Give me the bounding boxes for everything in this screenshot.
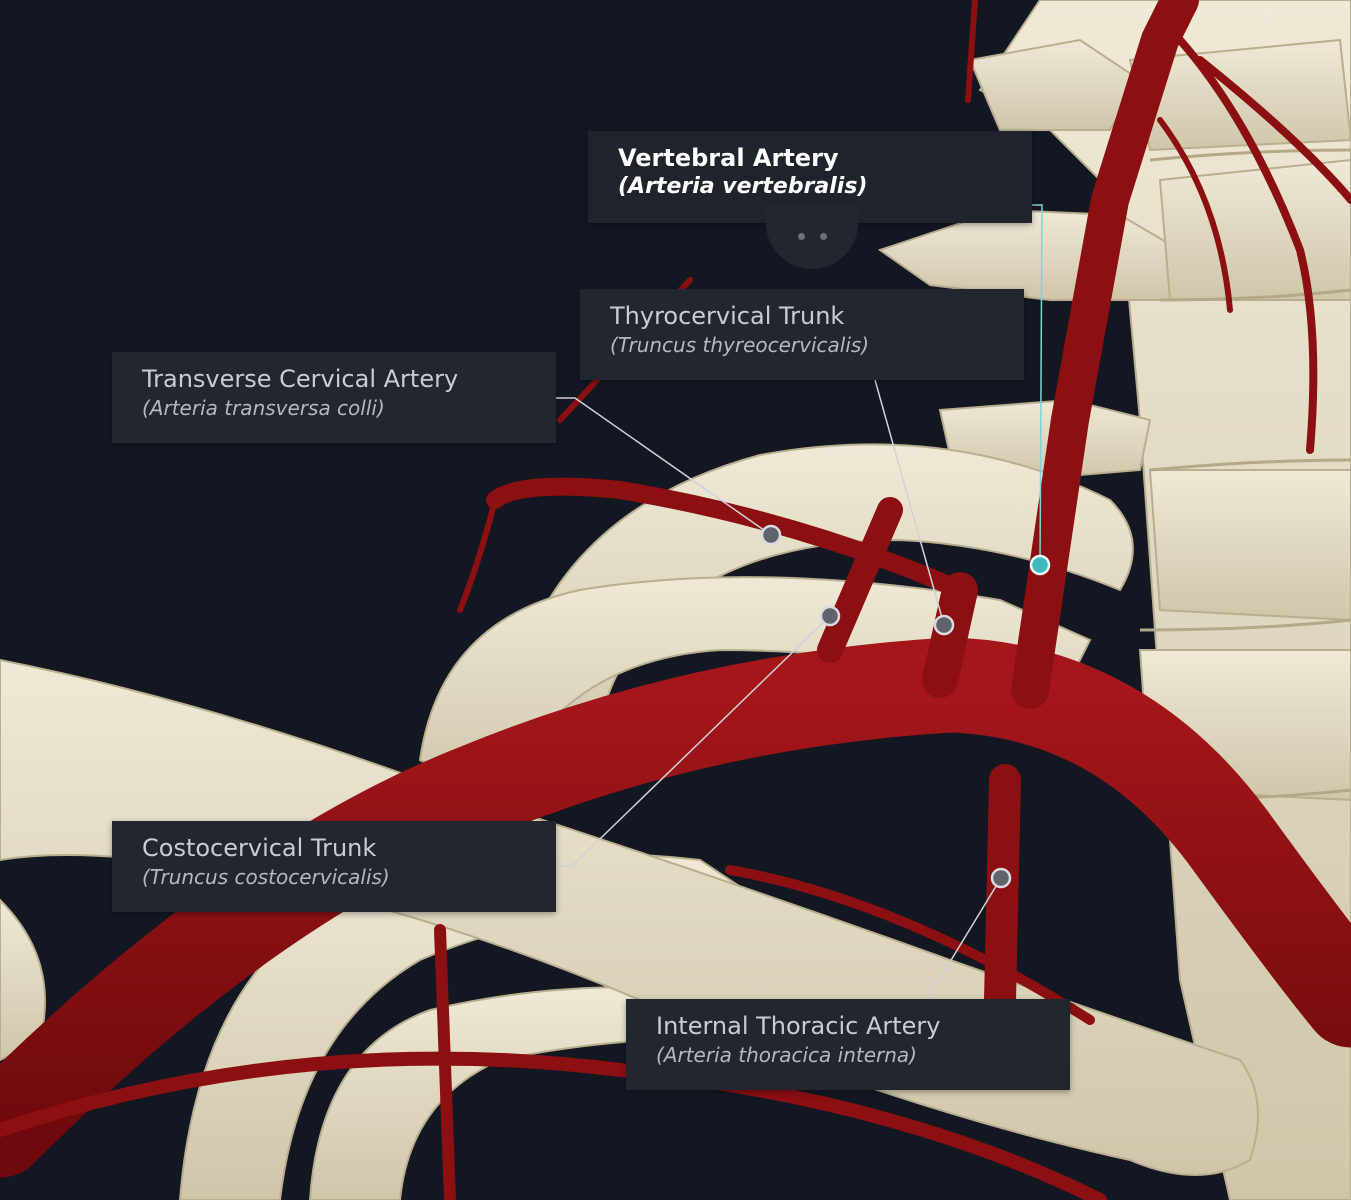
label-latin: (Truncus costocervicalis) — [142, 865, 390, 889]
leader-lines — [555, 204, 1043, 999]
pin-costocervical[interactable] — [819, 605, 841, 627]
pin-internal-thoracic[interactable] — [990, 867, 1012, 889]
label-thyrocervical-trunk[interactable]: Thyrocervical Trunk (Truncus thyreocervi… — [580, 289, 1024, 380]
label-latin: (Arteria transversa colli) — [142, 396, 385, 420]
pin-thyrocervical[interactable] — [933, 614, 955, 636]
pins — [760, 524, 1051, 889]
label-vertebral-artery[interactable]: Vertebral Artery (Arteria vertebralis) — [588, 131, 1032, 223]
label-name: Vertebral Artery — [618, 144, 839, 172]
label-latin: (Arteria vertebralis) — [618, 174, 868, 199]
pager-dot — [820, 233, 827, 240]
label-name: Transverse Cervical Artery — [142, 365, 459, 393]
pin-vertebral[interactable] — [1029, 554, 1051, 576]
pin-transverse-cervical[interactable] — [760, 524, 782, 546]
second-rib — [418, 576, 1092, 802]
label-latin: (Arteria thoracica interna) — [656, 1043, 917, 1067]
label-name: Thyrocervical Trunk — [610, 302, 845, 330]
label-internal-thoracic-artery[interactable]: Internal Thoracic Artery (Arteria thorac… — [626, 999, 1070, 1090]
pager-dot — [798, 233, 805, 240]
label-transverse-cervical-artery[interactable]: Transverse Cervical Artery (Arteria tran… — [112, 352, 556, 443]
label-latin: (Truncus thyreocervicalis) — [610, 333, 870, 357]
label-name: Costocervical Trunk — [142, 834, 377, 862]
label-name: Internal Thoracic Artery — [656, 1012, 941, 1040]
label-costocervical-trunk[interactable]: Costocervical Trunk (Truncus costocervic… — [112, 821, 556, 912]
